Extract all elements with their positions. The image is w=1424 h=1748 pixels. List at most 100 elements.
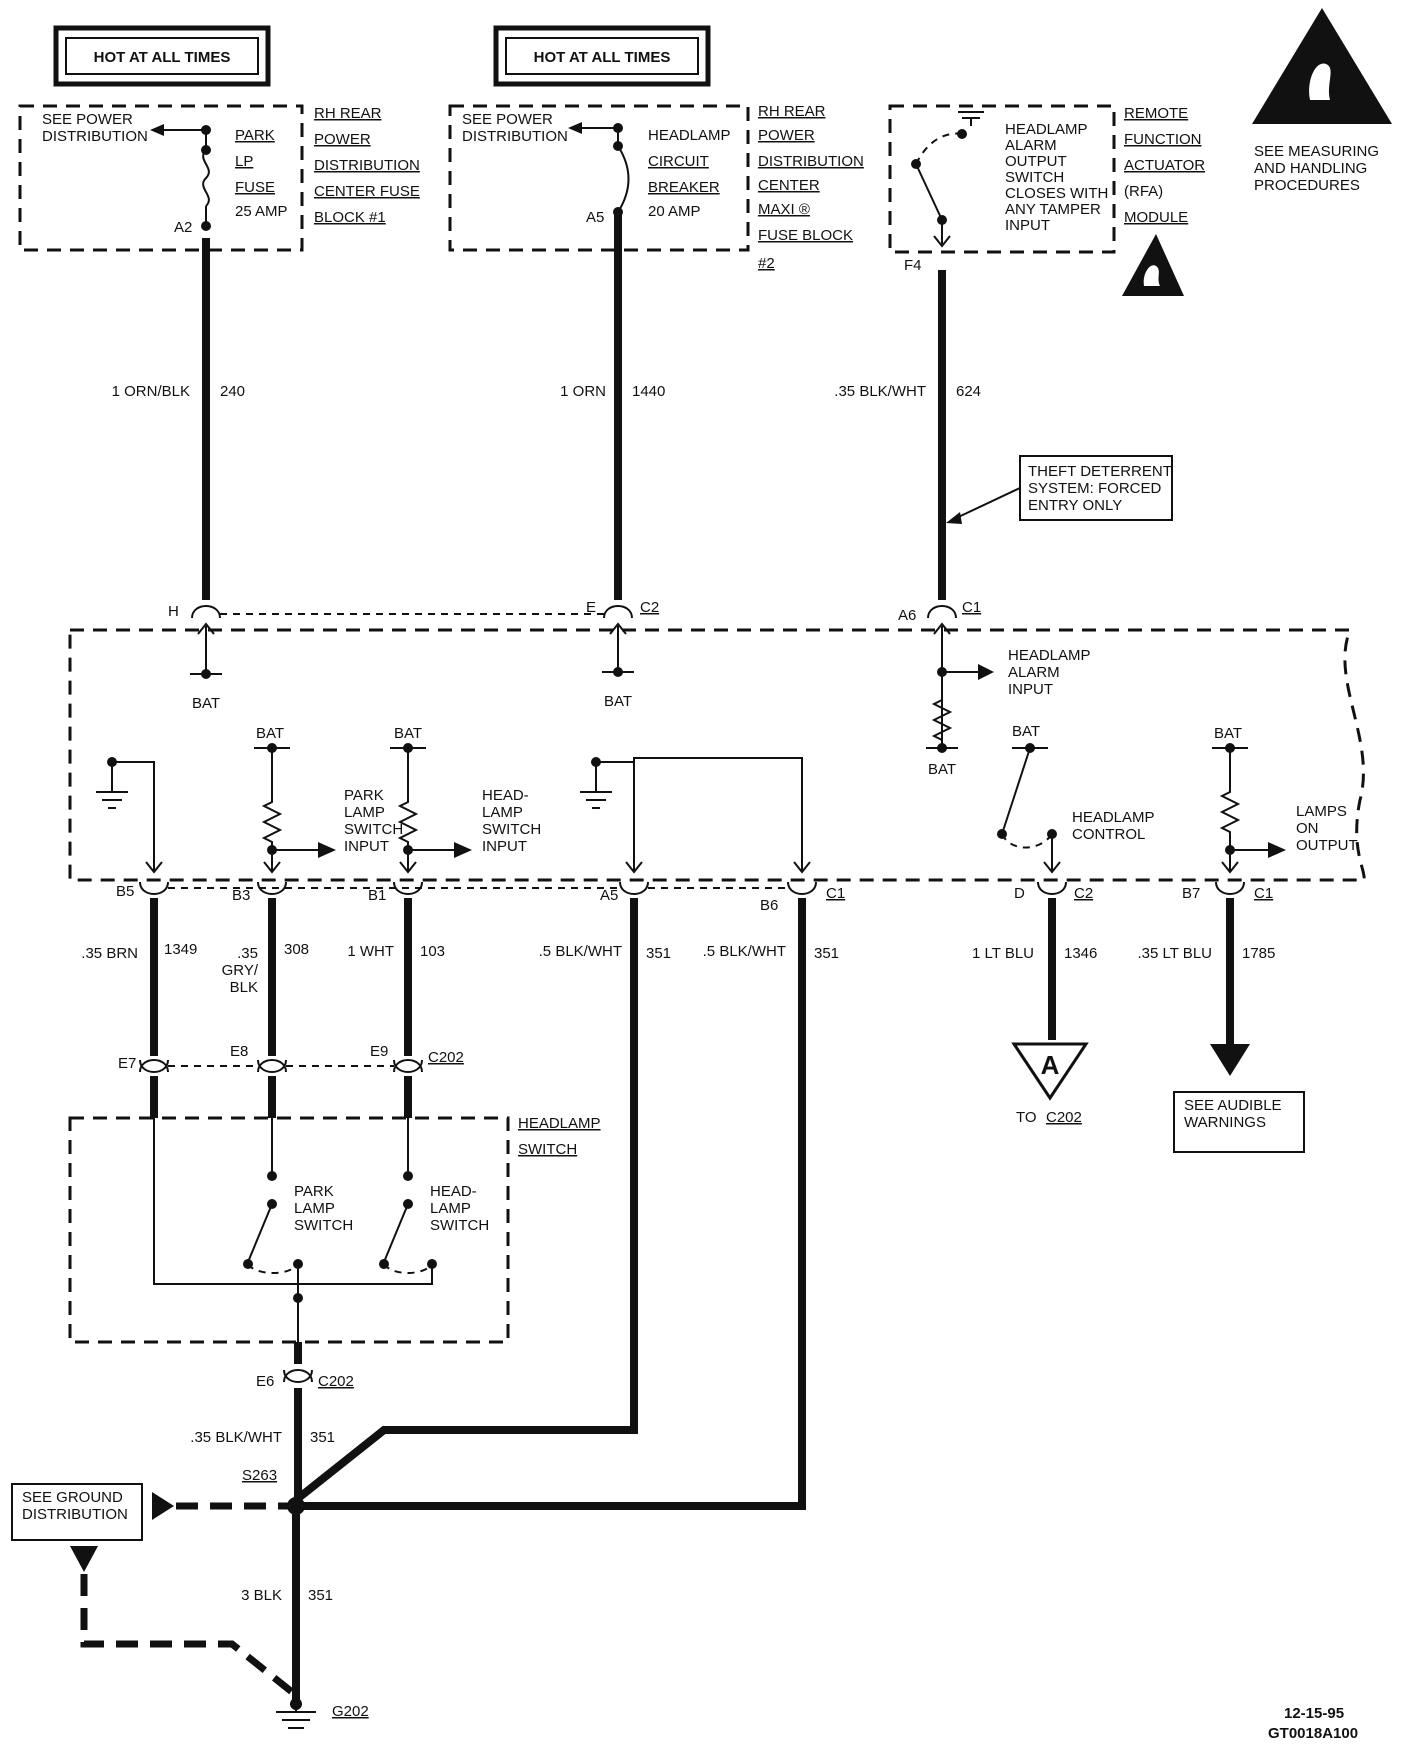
svg-text:1 WHT: 1 WHT <box>347 943 394 960</box>
fuse-block-1: SEE POWER DISTRIBUTION PARK LP FUSE 25 A… <box>18 104 420 252</box>
svg-text:B1: B1 <box>368 887 386 904</box>
svg-text:H: H <box>168 603 179 620</box>
svg-text:MAXI ®: MAXI ® <box>758 201 810 218</box>
svg-text:DISTRIBUTION: DISTRIBUTION <box>42 128 148 145</box>
svg-text:SYSTEM: FORCED: SYSTEM: FORCED <box>1028 480 1162 497</box>
svg-text:C202: C202 <box>1046 1109 1082 1126</box>
svg-text:BLK: BLK <box>230 979 258 996</box>
svg-text:B6: B6 <box>760 897 778 914</box>
svg-text:A6: A6 <box>898 607 916 624</box>
splice-s263: S263 <box>242 1467 305 1515</box>
svg-text:PARK: PARK <box>235 127 275 144</box>
svg-text:HOT AT ALL TIMES: HOT AT ALL TIMES <box>94 49 231 66</box>
svg-text:(RFA): (RFA) <box>1124 183 1163 200</box>
svg-text:BAT: BAT <box>928 761 956 778</box>
svg-text:1346: 1346 <box>1064 945 1097 962</box>
svg-text:351: 351 <box>310 1429 335 1446</box>
svg-text:LAMP: LAMP <box>482 804 523 821</box>
svg-text:THEFT DETERRENT: THEFT DETERRENT <box>1028 463 1172 480</box>
svg-text:.35 BRN: .35 BRN <box>81 945 138 962</box>
svg-text:ON: ON <box>1296 820 1319 837</box>
svg-text:PROCEDURES: PROCEDURES <box>1254 177 1360 194</box>
esd-small-icon <box>1122 234 1184 296</box>
svg-text:12-15-95: 12-15-95 <box>1284 1705 1344 1722</box>
svg-text:AND HANDLING: AND HANDLING <box>1254 160 1367 177</box>
svg-text:1440: 1440 <box>632 383 665 400</box>
svg-text:1 LT BLU: 1 LT BLU <box>972 945 1034 962</box>
svg-text:HEADLAMP: HEADLAMP <box>518 1115 601 1132</box>
svg-text:LAMP: LAMP <box>430 1200 471 1217</box>
svg-text:SWITCH: SWITCH <box>344 821 403 838</box>
svg-text:DISTRIBUTION: DISTRIBUTION <box>758 153 864 170</box>
svg-text:C2: C2 <box>1074 885 1093 902</box>
svg-text:351: 351 <box>646 945 671 962</box>
wire-351-switch: .35 BLK/WHT 351 <box>190 1388 335 1506</box>
hot-label-1: HOT AT ALL TIMES <box>53 25 271 87</box>
svg-text:TO: TO <box>1016 1109 1037 1126</box>
svg-text:MODULE: MODULE <box>1124 209 1188 226</box>
svg-text:240: 240 <box>220 383 245 400</box>
svg-text:GRY/: GRY/ <box>222 962 259 979</box>
svg-text:C1: C1 <box>826 885 845 902</box>
svg-text:CENTER FUSE: CENTER FUSE <box>314 183 420 200</box>
svg-text:1 ORN/BLK: 1 ORN/BLK <box>112 383 190 400</box>
svg-text:BLOCK #1: BLOCK #1 <box>314 209 386 226</box>
svg-text:C202: C202 <box>428 1049 464 1066</box>
svg-text:WARNINGS: WARNINGS <box>1184 1114 1266 1131</box>
svg-text:SEE MEASURING: SEE MEASURING <box>1254 143 1379 160</box>
wire-1346: 1 LT BLU 1346 <box>972 898 1097 1040</box>
e6-connector: E6 C202 <box>256 1342 354 1390</box>
svg-text:A: A <box>1041 1050 1060 1080</box>
svg-text:ALARM: ALARM <box>1005 137 1057 154</box>
svg-text:B5: B5 <box>116 883 134 900</box>
svg-text:LAMP: LAMP <box>344 804 385 821</box>
svg-text:FUNCTION: FUNCTION <box>1124 131 1202 148</box>
ground-distribution-ref: SEE GROUND DISTRIBUTION <box>11 1483 295 1695</box>
svg-text:BAT: BAT <box>192 695 220 712</box>
svg-text:SWITCH: SWITCH <box>430 1217 489 1234</box>
svg-text:CONTROL: CONTROL <box>1072 826 1145 843</box>
drawing-id: 12-15-95 GT0018A100 <box>1268 1705 1358 1742</box>
headlamp-switch: HEADLAMP SWITCH PARK LAMP SWITCH HEAD- L… <box>68 1115 601 1344</box>
svg-text:SEE AUDIBLE: SEE AUDIBLE <box>1184 1097 1282 1114</box>
svg-text:351: 351 <box>814 945 839 962</box>
wire-624: .35 BLK/WHT 624 <box>834 270 981 600</box>
fuse-block-2: SEE POWER DISTRIBUTION HEADLAMP CIRCUIT … <box>448 103 864 272</box>
svg-text:ANY TAMPER: ANY TAMPER <box>1005 201 1101 218</box>
audible-warnings-ref: SEE AUDIBLE WARNINGS <box>1173 1044 1305 1153</box>
wire-1440: 1 ORN 1440 <box>560 212 665 600</box>
svg-text:1349: 1349 <box>164 941 197 958</box>
svg-text:103: 103 <box>420 943 445 960</box>
svg-text:E9: E9 <box>370 1043 388 1060</box>
svg-text:PARK: PARK <box>344 787 384 804</box>
svg-text:GT0018A100: GT0018A100 <box>1268 1725 1358 1742</box>
svg-text:BAT: BAT <box>604 693 632 710</box>
svg-text:POWER: POWER <box>314 131 371 148</box>
svg-text:25 AMP: 25 AMP <box>235 203 288 220</box>
svg-text:SEE POWER: SEE POWER <box>462 111 553 128</box>
svg-text:SEE POWER: SEE POWER <box>42 111 133 128</box>
svg-text:CENTER: CENTER <box>758 177 820 194</box>
svg-text:D: D <box>1014 885 1025 902</box>
theft-deterrent-note: THEFT DETERRENT SYSTEM: FORCED ENTRY ONL… <box>946 455 1173 524</box>
svg-text:LP: LP <box>235 153 253 170</box>
svg-text:G202: G202 <box>332 1703 369 1720</box>
hot-label-2: HOT AT ALL TIMES <box>493 25 711 87</box>
svg-text:SWITCH: SWITCH <box>518 1141 577 1158</box>
svg-text:20 AMP: 20 AMP <box>648 203 701 220</box>
svg-text:BAT: BAT <box>256 725 284 742</box>
theft-module-box <box>68 628 1366 882</box>
svg-text:.35 LT BLU: .35 LT BLU <box>1138 945 1213 962</box>
svg-text:SWITCH: SWITCH <box>482 821 541 838</box>
svg-text:RH REAR: RH REAR <box>758 103 826 120</box>
svg-text:HEADLAMP: HEADLAMP <box>1008 647 1091 664</box>
svg-text:A5: A5 <box>600 887 618 904</box>
wire-351-b6: .5 BLK/WHT 351 <box>296 898 839 1510</box>
svg-text:HEAD-: HEAD- <box>430 1183 477 1200</box>
svg-text:.5 BLK/WHT: .5 BLK/WHT <box>539 943 622 960</box>
svg-text:E7: E7 <box>118 1055 136 1072</box>
svg-text:1785: 1785 <box>1242 945 1275 962</box>
svg-text:DISTRIBUTION: DISTRIBUTION <box>462 128 568 145</box>
module-top-connectors: H E C2 A6 C1 <box>168 599 981 624</box>
c202-connector: E7 E8 E9 C202 <box>118 1043 464 1073</box>
